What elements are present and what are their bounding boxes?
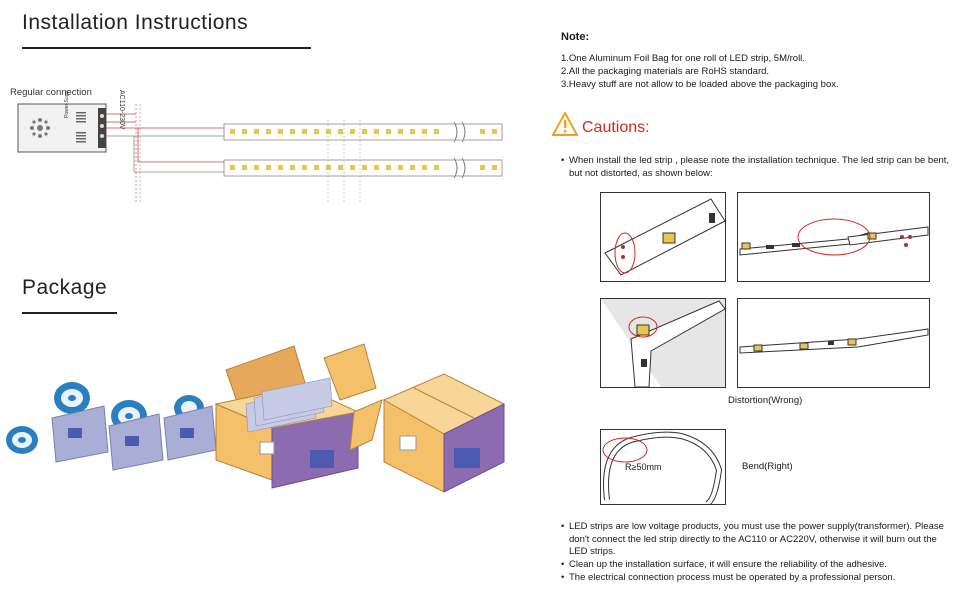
power-supply-fan-icon <box>30 118 50 138</box>
bullet-icon: • <box>561 572 565 583</box>
bullet-icon: • <box>561 559 565 570</box>
power-supply-label: Power Supp <box>64 90 70 118</box>
distortion-figure <box>737 298 930 388</box>
reel-icon <box>54 382 90 414</box>
note-line: 2.All the packaging materials are RoHS s… <box>561 66 770 77</box>
regular-connection-label: Regular connection <box>10 87 92 98</box>
caution-bullet: The electrical connection process must b… <box>569 572 896 583</box>
bullet-icon: • <box>561 155 565 166</box>
bend-figure <box>600 429 726 505</box>
caution-bullet: LED strips. <box>569 546 616 557</box>
caution-bullet: LED strips are low voltage products, you… <box>569 521 944 532</box>
note-line: 1.One Aluminum Foil Bag for one roll of … <box>561 53 805 64</box>
bullet-icon: • <box>561 521 565 532</box>
package-title-rule <box>22 312 117 314</box>
distortion-figure <box>600 192 726 282</box>
warning-icon <box>551 110 579 141</box>
note-title: Note: <box>561 31 590 43</box>
package-illustration <box>4 340 509 500</box>
package-title: Package <box>22 276 108 299</box>
distortion-figure <box>737 192 930 282</box>
distortion-caption: Distortion(Wrong) <box>728 395 803 406</box>
reel-icon <box>6 426 38 454</box>
cautions-title: Cautions: <box>582 119 650 136</box>
cautions-intro-line: but not distorted, as shown below: <box>569 168 713 179</box>
bend-caption: Bend(Right) <box>742 461 793 472</box>
caution-bullet: don't connect the led strip directly to … <box>569 534 937 545</box>
note-line: 3.Heavy stuff are not allow to be loaded… <box>561 79 839 90</box>
wiring-diagram <box>8 84 508 204</box>
voltage-label: AC110-230V <box>118 90 125 130</box>
installation-title: Installation Instructions <box>22 11 249 34</box>
cautions-intro-line: When install the led strip , please note… <box>569 155 950 166</box>
installation-title-rule <box>22 47 311 49</box>
caution-bullet: Clean up the installation surface, it wi… <box>569 559 887 570</box>
radius-label: R≥50mm <box>625 462 662 472</box>
distortion-figure <box>600 298 726 388</box>
